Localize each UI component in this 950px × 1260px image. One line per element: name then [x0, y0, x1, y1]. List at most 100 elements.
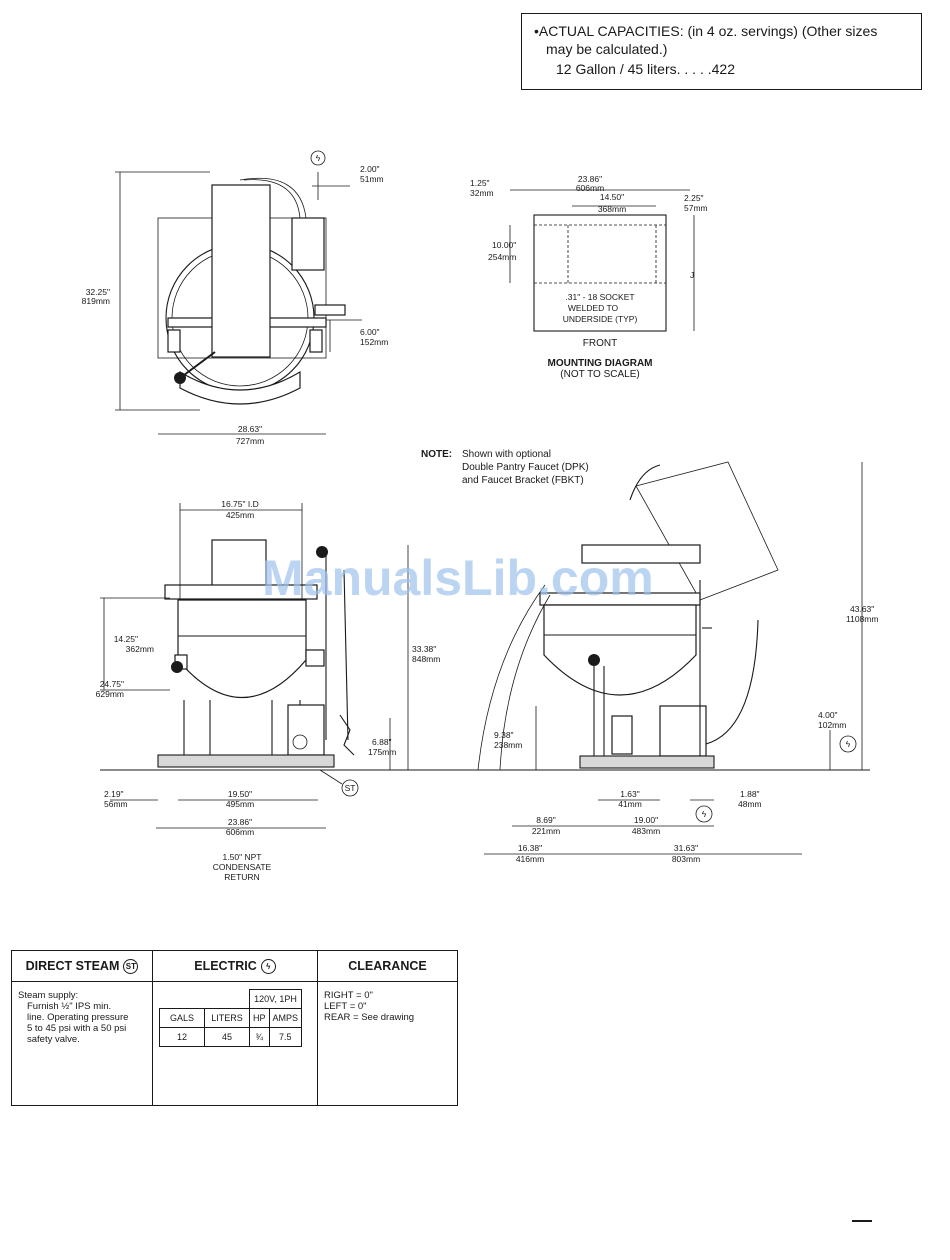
front-dim-d-in: 6.88" — [372, 737, 392, 747]
clearance-heading: CLEARANCE — [318, 951, 457, 982]
side-dim-g-mm: 483mm — [632, 826, 660, 836]
watermark: ManualsLib.com — [262, 550, 654, 606]
mount-dim-inner-mm: 368mm — [598, 204, 626, 214]
front-dim-b-in: 24.75" — [100, 679, 124, 689]
condensate-line-1: 1.50" NPT — [223, 852, 262, 862]
top-view: 32.25" 819mm 28.63" 727mm ϟ 2.00" 51mm 6… — [82, 150, 388, 446]
capacities-line-2: may be calculated.) — [546, 41, 668, 57]
capacities-box: •ACTUAL CAPACITIES: (in 4 oz. servings) … — [521, 13, 922, 90]
clearance-right: RIGHT = 0" — [324, 990, 373, 1001]
clearance-rear: REAR = See drawing — [324, 1012, 415, 1023]
front-dim-c-in: 33.38" — [412, 644, 436, 654]
note-label: NOTE: — [421, 449, 452, 460]
side-dim-i-in: 31.63" — [674, 843, 698, 853]
clearance-body: RIGHT = 0" LEFT = 0" REAR = See drawing — [318, 982, 457, 1031]
electric-column: ELECTRIC ϟ 120V, 1PH GALS LITERS HP AMPS… — [153, 951, 318, 1105]
steam-body: Steam supply: Furnish ½" IPS min. line. … — [12, 982, 152, 1053]
steam-line-1: Steam supply: — [18, 990, 79, 1001]
mount-front-label: FRONT — [583, 338, 617, 349]
mount-subtitle: (NOT TO SCALE) — [560, 369, 639, 380]
steam-icon: ST — [123, 958, 139, 974]
front-steam-icon: ST — [345, 783, 356, 793]
side-dim-h-in: 16.38" — [518, 843, 542, 853]
top-dim-width-mm: 727mm — [236, 436, 264, 446]
electric-cell-liters: 45 — [204, 1027, 250, 1047]
mount-title: MOUNTING DIAGRAM — [548, 358, 653, 369]
side-dim-e-in: 1.88" — [740, 789, 760, 799]
top-dim-height-mm: 819mm — [82, 296, 110, 306]
mount-dim-width-mm: 606mm — [576, 183, 604, 193]
top-dim-top-in: 2.00" — [360, 164, 380, 174]
front-dim-e-in: 2.19" — [104, 789, 124, 799]
side-electric-icon: ϟ — [846, 739, 851, 749]
mount-dim-j: J — [690, 270, 694, 280]
electric-icon: ϟ — [260, 958, 276, 974]
front-dim-f-mm: 495mm — [226, 799, 254, 809]
steam-line-2: Furnish ½" IPS min. — [27, 1001, 112, 1012]
front-dim-g-mm: 606mm — [226, 827, 254, 837]
electric-heading: ELECTRIC ϟ — [153, 951, 317, 982]
top-electric-icon: ϟ — [316, 153, 321, 163]
front-dim-a-in: 14.25" — [114, 634, 138, 644]
front-dim-a-mm: 362mm — [126, 644, 154, 654]
condensate-line-3: RETURN — [224, 872, 259, 882]
side-view: 43.63" 1108mm 4.00" 102mm ϟ 9.38" 238mm … — [477, 461, 878, 864]
side-dim-h-mm: 416mm — [516, 854, 544, 864]
spec-table: DIRECT STEAM ST Steam supply: Furnish ½"… — [11, 950, 458, 1106]
note-line-1: Shown with optional — [462, 449, 551, 460]
clearance-left: LEFT = 0" — [324, 1001, 367, 1012]
steam-line-3: line. Operating pressure — [27, 1012, 129, 1023]
side-dim-b-mm: 102mm — [818, 720, 846, 730]
electric-cell-amps: 7.5 — [268, 1027, 303, 1047]
mount-socket-line-1: .31" - 18 SOCKET — [565, 292, 634, 302]
page-mark — [852, 1220, 872, 1222]
front-view: 16.75" I.D 425mm 14.25" 362mm 24.75" 629… — [96, 499, 441, 882]
capacities-line-3: 12 Gallon / 45 liters. . . . .422 — [556, 61, 735, 77]
electric-header-amps: AMPS — [268, 1008, 303, 1028]
mount-dim-inner-in: 14.50" — [600, 192, 624, 202]
side-dim-d-mm: 41mm — [618, 799, 642, 809]
note: NOTE: Shown with optional Double Pantry … — [421, 449, 589, 486]
electric-heading-label: ELECTRIC — [194, 959, 257, 973]
side-dim-e-mm: 48mm — [738, 799, 762, 809]
front-dim-id-mm: 425mm — [226, 510, 254, 520]
side-dim-c-mm: 238mm — [494, 740, 522, 750]
front-dim-e-mm: 56mm — [104, 799, 128, 809]
mount-dim-right-mm: 57mm — [684, 203, 708, 213]
steam-line-4: 5 to 45 psi with a 50 psi — [27, 1023, 127, 1034]
electric-header-hp: HP — [249, 1008, 270, 1028]
electric-cell-gals: 12 — [159, 1027, 205, 1047]
side-electric-icon-2: ϟ — [702, 809, 707, 819]
top-dim-height-in: 32.25" — [86, 287, 110, 297]
side-dim-f-mm: 221mm — [532, 826, 560, 836]
capacities-line-1: •ACTUAL CAPACITIES: (in 4 oz. servings) … — [534, 23, 878, 39]
steam-heading: DIRECT STEAM ST — [12, 951, 152, 982]
electric-table: 120V, 1PH GALS LITERS HP AMPS 12 45 ¾ 7.… — [159, 989, 303, 1047]
mount-dim-width-in: 23.86" — [578, 174, 602, 184]
mount-socket-line-2: WELDED TO — [568, 303, 619, 313]
mount-dim-depth-mm: 254mm — [488, 252, 516, 262]
front-dim-d-mm: 175mm — [368, 747, 396, 757]
mount-dim-left-in: 1.25" — [470, 178, 490, 188]
electric-cell-hp: ¾ — [249, 1027, 270, 1047]
side-dim-a-in: 43.63" — [850, 604, 874, 614]
front-dim-id-in: 16.75" I.D — [221, 499, 259, 509]
side-dim-i-mm: 803mm — [672, 854, 700, 864]
front-dim-g-in: 23.86" — [228, 817, 252, 827]
note-line-2: Double Pantry Faucet (DPK) — [462, 462, 589, 473]
mounting-diagram: 23.86" 606mm 14.50" 368mm 1.25" 32mm 2.2… — [470, 174, 708, 380]
side-dim-a-mm: 1108mm — [846, 614, 878, 624]
mount-dim-right-in: 2.25" — [684, 193, 704, 203]
front-dim-f-in: 19.50" — [228, 789, 252, 799]
top-dim-side-in: 6.00" — [360, 327, 380, 337]
top-dim-side-mm: 152mm — [360, 337, 388, 347]
mount-dim-depth-in: 10.00" — [492, 240, 516, 250]
top-dim-top-mm: 51mm — [360, 174, 384, 184]
note-line-3: and Faucet Bracket (FBKT) — [462, 475, 584, 486]
side-dim-c-in: 9.38" — [494, 730, 514, 740]
electric-voltage: 120V, 1PH — [248, 989, 303, 1009]
top-dim-width-in: 28.63" — [238, 424, 262, 434]
side-dim-g-in: 19.00" — [634, 815, 658, 825]
mount-socket-line-3: UNDERSIDE (TYP) — [563, 314, 638, 324]
